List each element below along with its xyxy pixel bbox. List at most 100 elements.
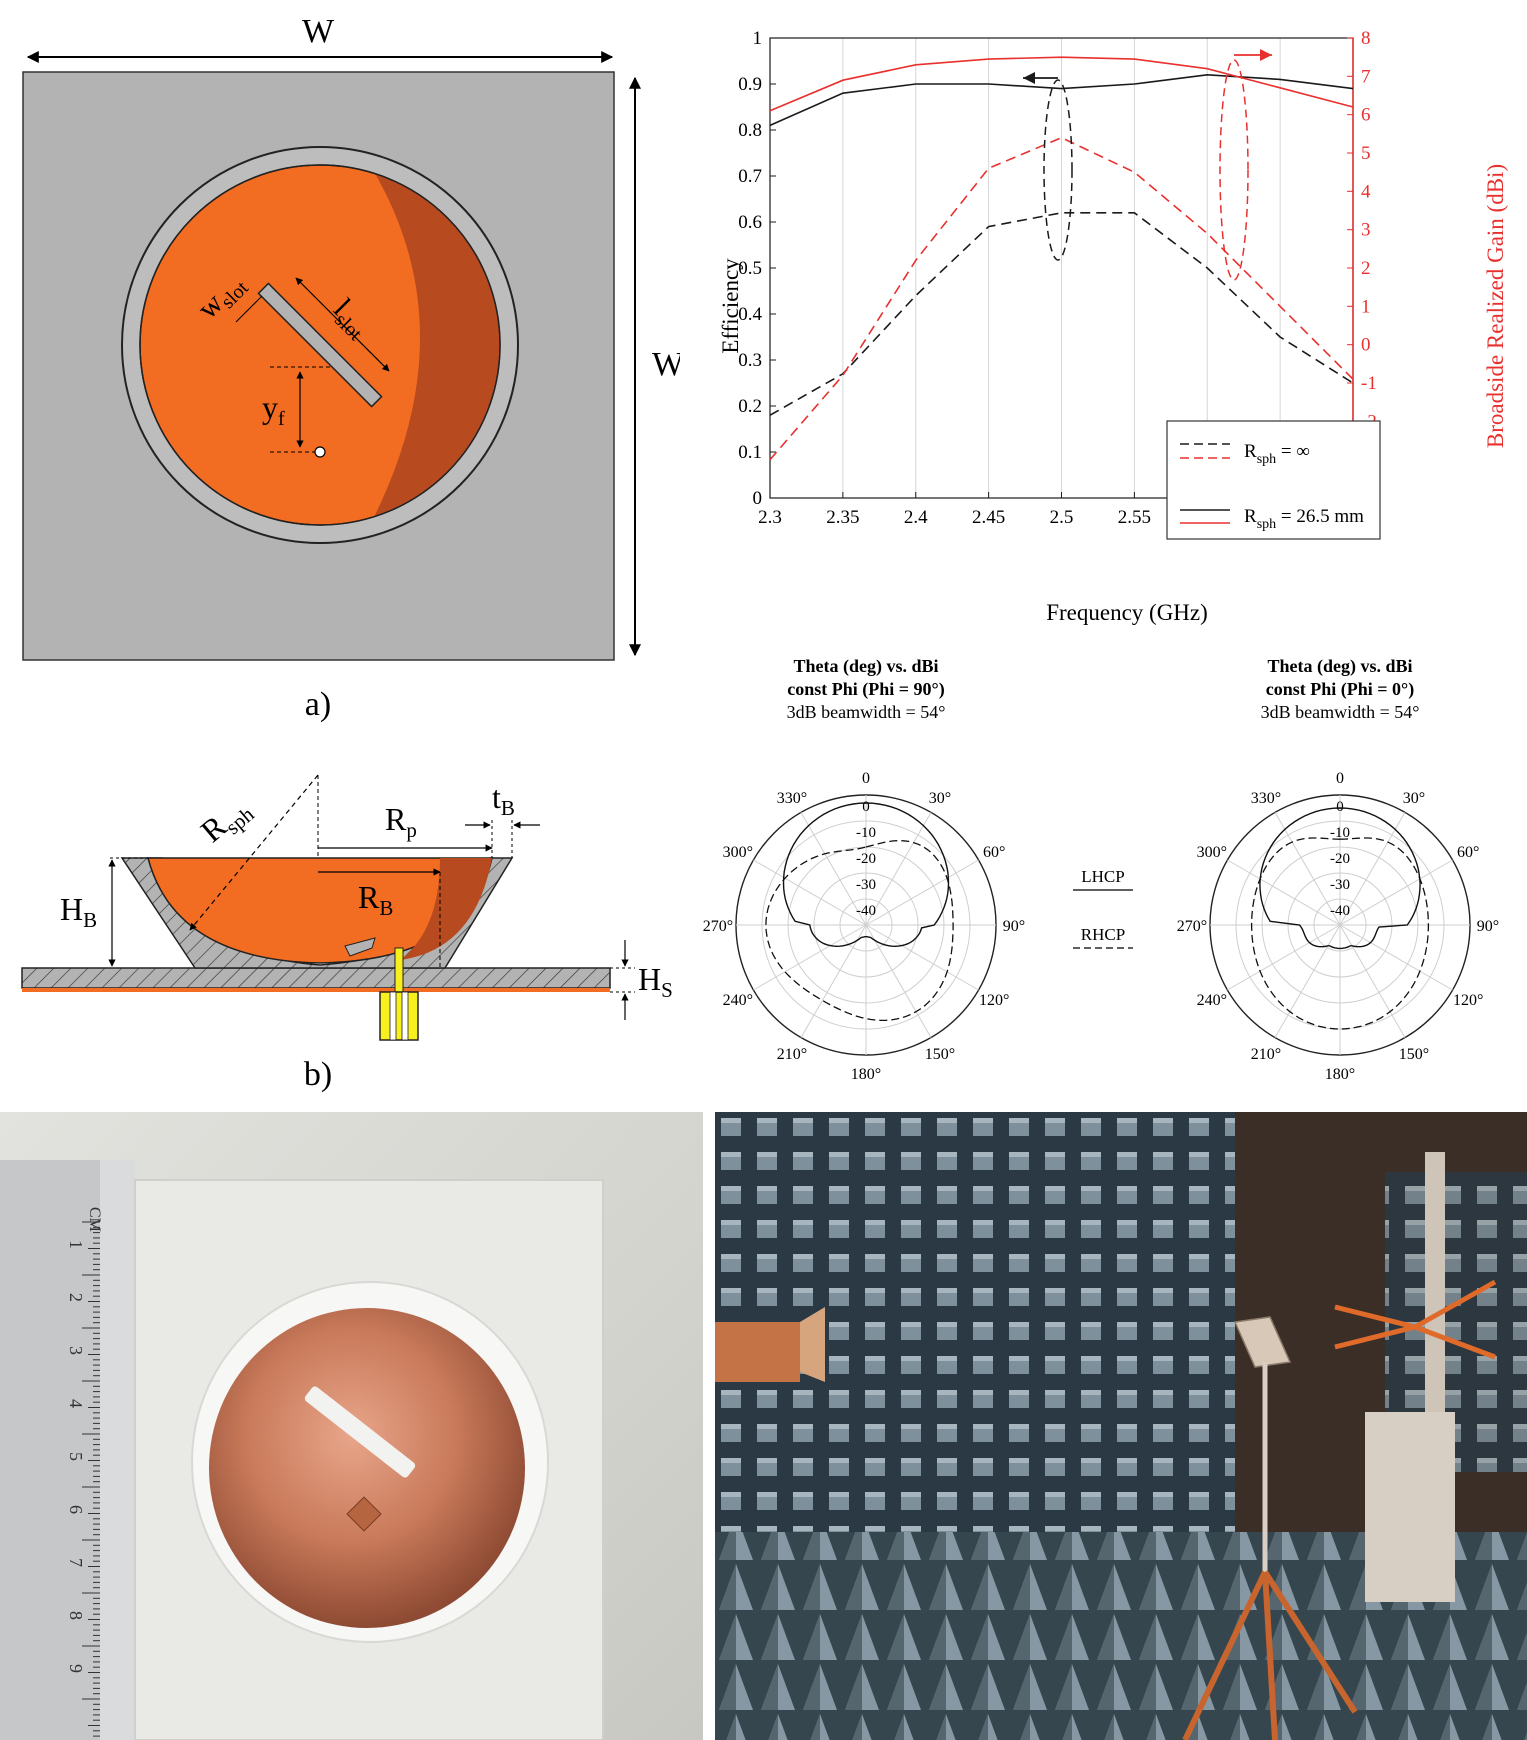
polar-radial-tick: 0 — [862, 799, 870, 815]
x-tick-label: 2.4 — [904, 507, 928, 528]
yf-label: yf — [262, 389, 285, 430]
efficiency-gain-chart: 2.32.352.42.452.52.552.62.652.700.10.20.… — [718, 28, 1508, 625]
series-line-3 — [769, 56, 1354, 112]
polar-angle-label: 180° — [1325, 1066, 1355, 1083]
width-label-top: W — [302, 13, 335, 50]
x-tick-label: 2.45 — [972, 507, 1005, 528]
ground-copper — [22, 988, 610, 992]
rhcp-pattern — [1250, 837, 1430, 1030]
prototype-feed-pad — [346, 1496, 382, 1532]
rb-label: RB — [358, 879, 393, 920]
ruler-mark: 5 — [66, 1452, 86, 1461]
y-tick-label-right: -1 — [1361, 373, 1377, 394]
chart-legend: Rsph = ∞ Rsph = 26.5 mm — [1166, 420, 1381, 540]
polar-angle-label: 0 — [862, 770, 870, 787]
y-tick-label-right: 4 — [1361, 181, 1371, 202]
polar-radial-tick: -40 — [1330, 903, 1350, 919]
polar-radial-tick: -10 — [856, 825, 876, 841]
polar-angle-label: 210° — [777, 1046, 807, 1063]
prototype-slot — [304, 1386, 416, 1478]
polar-spoke — [865, 812, 932, 926]
polar-angle-label: 150° — [1399, 1046, 1429, 1063]
polar-plot-phi90: 0-10-20-30-400330°300°270°240°210°180°15… — [703, 770, 1025, 1083]
polar-spoke — [1339, 924, 1453, 991]
polar-radial-tick: -20 — [856, 851, 876, 867]
bowl-shadow-section — [400, 858, 492, 960]
polar-spoke — [1227, 859, 1341, 926]
probe — [394, 947, 404, 994]
x-tick-label: 2.5 — [1050, 507, 1074, 528]
polar-angle-label: 90° — [1003, 918, 1025, 935]
polar-angle-label: 30° — [929, 790, 951, 807]
width-label-right: W — [652, 346, 680, 383]
x-tick-label: 2.55 — [1118, 507, 1151, 528]
polar-angle-label: 300° — [1197, 844, 1227, 861]
y-tick-label-left: 1 — [753, 28, 763, 49]
y-tick-label-right: 6 — [1361, 105, 1371, 126]
polar-plot-phi0: 0-10-20-30-400330°300°270°240°210°180°15… — [1177, 770, 1499, 1083]
y-tick-label-left: 0.8 — [738, 120, 762, 141]
y-tick-label-right: 7 — [1361, 66, 1371, 87]
polar-spoke — [1339, 924, 1406, 1038]
panel-b-caption: b) — [304, 1056, 332, 1093]
polar-angle-label: 90° — [1477, 918, 1499, 935]
x-tick-label: 2.35 — [826, 507, 859, 528]
anechoic-chamber-photo — [715, 1112, 1527, 1740]
tb-label: tB — [492, 779, 515, 820]
polar-spoke — [865, 924, 979, 991]
feed-point — [314, 446, 326, 458]
polar-left-subtitle: 3dB beamwidth = 54° — [787, 702, 946, 722]
panel-a-caption: a) — [305, 686, 331, 723]
y-axis-label-right: Broadside Realized Gain (dBi) — [1483, 164, 1508, 448]
probe-mast — [1334, 1152, 1497, 1602]
polar-angle-label: 0 — [1336, 770, 1344, 787]
ruler-unit: CM — [86, 1207, 103, 1232]
polar-spoke — [753, 924, 867, 991]
polar-spoke — [1274, 924, 1341, 1038]
annotation-ellipse-efficiency — [1043, 79, 1073, 261]
ruler-mark: 7 — [66, 1558, 86, 1567]
polar-right-subtitle: 3dB beamwidth = 54° — [1261, 702, 1420, 722]
polar-right-title-1: Theta (deg) vs. dBi — [1267, 656, 1412, 677]
y-tick-label-left: 0 — [753, 488, 763, 509]
polar-angle-label: 330° — [1251, 790, 1281, 807]
lhcp-pattern — [782, 802, 950, 948]
y-tick-label-left: 0.6 — [738, 212, 762, 233]
ruler-mark: 8 — [66, 1611, 86, 1620]
y-tick-label-left: 0.7 — [738, 166, 762, 187]
slot-section — [344, 937, 376, 957]
y-tick-label-right: 1 — [1361, 296, 1371, 317]
polar-angle-label: 240° — [1197, 992, 1227, 1009]
ruler-mark: 1 — [66, 1240, 86, 1249]
polar-angle-label: 240° — [723, 992, 753, 1009]
polar-angle-label: 180° — [851, 1066, 881, 1083]
polar-radial-tick: -30 — [856, 877, 876, 893]
polar-left-title-1: Theta (deg) vs. dBi — [793, 656, 938, 677]
y-tick-label-left: 0.1 — [738, 442, 762, 463]
polar-legend: LHCP RHCP — [1073, 867, 1133, 949]
polar-radial-tick: -30 — [1330, 877, 1350, 893]
y-tick-label-right: 0 — [1361, 335, 1371, 356]
polar-angle-label: 60° — [1457, 844, 1479, 861]
series-line-0 — [769, 212, 1354, 416]
ruler-mark: 3 — [66, 1346, 86, 1355]
polar-spoke — [800, 812, 867, 926]
rp-label: Rp — [385, 801, 417, 842]
polar-spoke — [1227, 924, 1341, 991]
polar-right-title-2: const Phi (Phi = 0°) — [1266, 679, 1414, 700]
polar-spoke — [800, 924, 867, 1038]
ruler-mark: 2 — [66, 1293, 86, 1302]
substrate — [21, 967, 611, 989]
ruler-mark: 6 — [66, 1505, 86, 1514]
y-tick-label-right: 8 — [1361, 28, 1371, 49]
horn-antenna — [1182, 1316, 1358, 1740]
aut-fixture — [715, 1322, 800, 1382]
polar-radial-tick: -10 — [1330, 825, 1350, 841]
polar-radial-tick: -40 — [856, 903, 876, 919]
polar-angle-label: 330° — [777, 790, 807, 807]
rhcp-pattern — [765, 839, 954, 1022]
y-tick-label-left: 0.3 — [738, 350, 762, 371]
legend-entry-infinite: Rsph = ∞ — [1244, 441, 1310, 467]
polar-angle-label: 60° — [983, 844, 1005, 861]
